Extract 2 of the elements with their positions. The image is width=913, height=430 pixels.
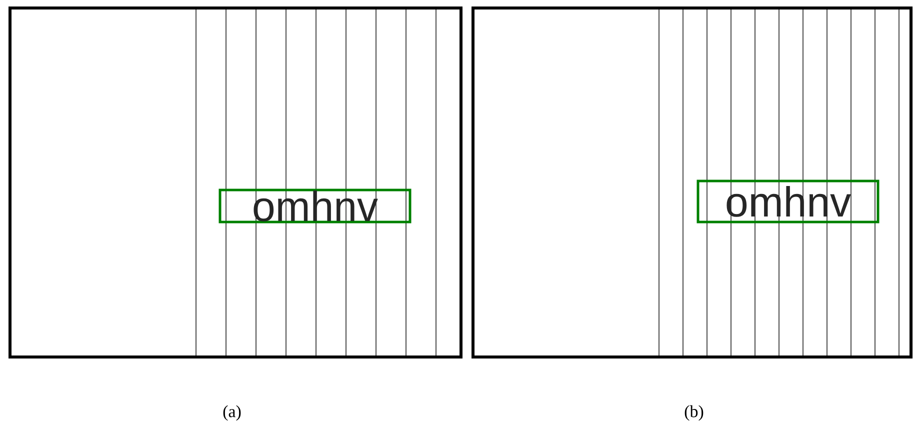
panel-caption: (a) xyxy=(223,405,241,421)
panel-caption: (b) xyxy=(684,405,704,421)
